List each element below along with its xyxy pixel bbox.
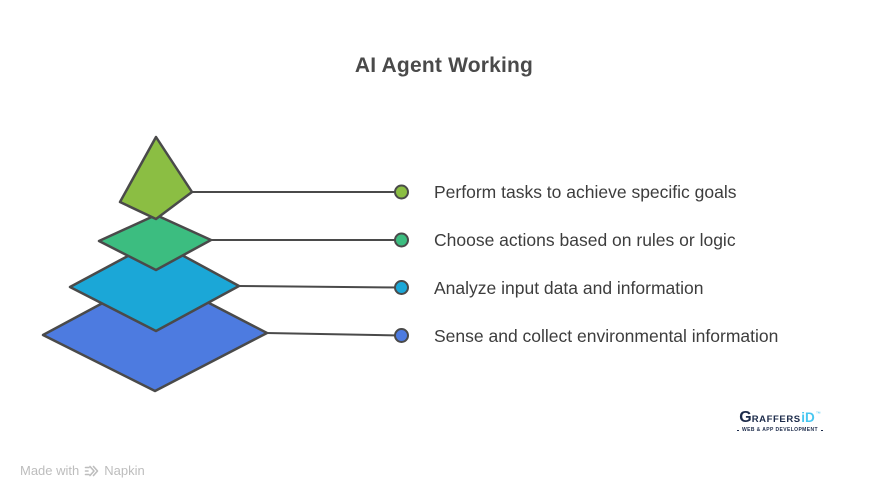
item-label-3: Analyze input data and information xyxy=(434,278,704,298)
tagline-dash-left xyxy=(737,429,740,431)
trademark-mark: ™ xyxy=(815,411,821,417)
tagline-dash-right xyxy=(820,429,823,431)
made-with-text: Made with xyxy=(20,463,80,478)
logo-raffers: RAFFERS xyxy=(751,414,801,425)
bullet-point-1 xyxy=(394,184,409,200)
logo-tagline-row: WEB & APP DEVELOPMENT xyxy=(737,427,823,433)
item-label-1: Perform tasks to achieve specific goals xyxy=(434,182,737,202)
bullet-point-3 xyxy=(394,280,409,295)
pyramid-level-1-shape xyxy=(118,135,194,221)
pyramid-level-4-shape xyxy=(41,273,269,393)
logo-initial-g: G xyxy=(739,409,752,426)
napkin-brand-text: Napkin xyxy=(104,463,145,478)
connector-line-3 xyxy=(237,285,402,289)
item-label-2: Choose actions based on rules or logic xyxy=(434,230,736,250)
napkin-logo-icon xyxy=(84,464,99,478)
napkin-attribution-link[interactable]: Made with Napkin xyxy=(20,463,145,479)
bullet-point-2 xyxy=(394,232,409,248)
diagram-title: AI Agent Working xyxy=(354,54,534,77)
bullet-point-4 xyxy=(394,328,409,343)
pyramid-level-2-shape xyxy=(97,213,213,272)
connector-line-4 xyxy=(265,332,402,337)
logo-id: iD xyxy=(801,410,815,425)
item-label-4: Sense and collect environmental informat… xyxy=(434,326,779,346)
logo-tagline: WEB & APP DEVELOPMENT xyxy=(742,427,818,433)
pyramid-level-3-shape xyxy=(68,239,241,333)
